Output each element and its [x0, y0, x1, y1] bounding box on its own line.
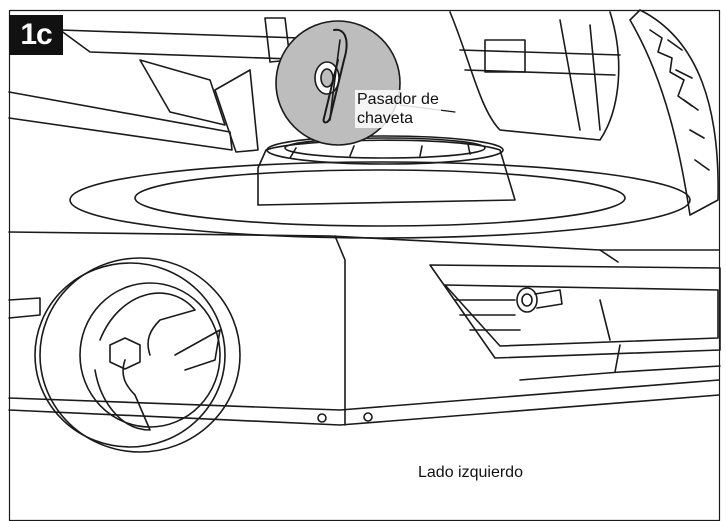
skirt-hole [318, 414, 326, 422]
rear-tire [630, 10, 718, 215]
callout-label-line1: Pasador de [357, 90, 439, 109]
step-badge: 1c [9, 15, 63, 55]
callout-label-line2: chaveta [357, 109, 439, 128]
bolt [517, 288, 562, 312]
callout-label: Pasador de chaveta [355, 90, 441, 128]
frame-rail [9, 92, 232, 150]
skirt-hole [364, 413, 372, 421]
figure-caption: Lado izquierdo [418, 464, 523, 482]
front-wheel [9, 258, 240, 452]
side-vent [430, 265, 720, 380]
